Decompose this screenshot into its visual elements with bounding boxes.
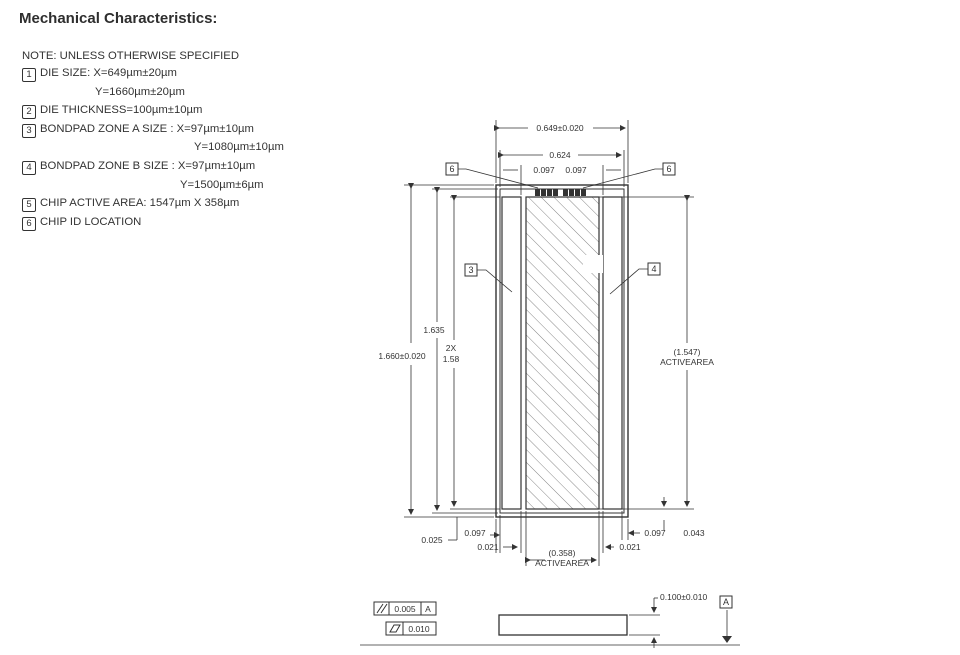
parallel-frame	[385, 621, 437, 636]
notes-header: NOTE: UNLESS OTHERWISE SPECIFIED	[22, 50, 239, 62]
flatness-symbol-icon	[389, 624, 401, 633]
note-text-1: DIE SIZE: X=649µm±20µm	[40, 67, 177, 79]
note-item-5: 5 CHIP ACTIVE AREA: 1547µm X 358µm	[22, 197, 239, 212]
dim-bottom-043: 0.043	[683, 528, 705, 538]
dim-bottom-021-right: 0.021	[619, 542, 641, 552]
dim-die-width: 0.649±0.020	[536, 123, 583, 133]
dim-inner-width: 0.624	[549, 150, 571, 160]
parallelism-symbol-icon	[376, 603, 384, 614]
note-cont-4: Y=1500µm±6µm	[180, 179, 264, 191]
dim-active-height: (1.547)	[674, 347, 701, 357]
bondpad-zone-a	[501, 196, 522, 510]
note-text-4: BONDPAD ZONE B SIZE : X=97µm±10µm	[40, 160, 256, 172]
side-view	[360, 595, 740, 648]
datum-a: A	[723, 597, 729, 607]
note-number-5: 5	[22, 198, 36, 212]
hatch-gap	[583, 255, 603, 273]
die-side-profile	[498, 614, 628, 636]
note-item-4: 4 BONDPAD ZONE B SIZE : X=97µm±10µm	[22, 160, 255, 175]
die-inner-outline	[499, 188, 625, 514]
tol-parallel: 0.010	[408, 624, 430, 634]
note-text-2: DIE THICKNESS=100µm±10µm	[40, 104, 203, 116]
die-body	[495, 184, 629, 518]
dim-thickness: 0.100±0.010	[660, 592, 707, 602]
note-cont-3: Y=1080µm±10µm	[194, 141, 284, 153]
chip-id-marks	[535, 189, 586, 196]
dim-bottom-097-left: 0.097	[464, 528, 486, 538]
callout-6-right: 6	[666, 164, 671, 174]
callout-3: 3	[468, 265, 473, 275]
dim-pad-height-count: 2X	[446, 343, 457, 353]
flatness-frame	[373, 601, 437, 616]
dim-edge-025: 0.025	[421, 535, 443, 545]
callout-4: 4	[651, 264, 656, 274]
note-item-1: 1 DIE SIZE: X=649µm±20µm	[22, 67, 177, 82]
die-outline	[495, 184, 629, 518]
note-item-3: 3 BONDPAD ZONE A SIZE : X=97µm±10µm	[22, 123, 254, 138]
dim-bottom-097-right: 0.097	[644, 528, 666, 538]
dim-inner-height: 1.635	[423, 325, 445, 335]
note-number-2: 2	[22, 105, 36, 119]
note-item-2: 2 DIE THICKNESS=100µm±10µm	[22, 104, 202, 119]
note-number-4: 4	[22, 161, 36, 175]
dim-pad-left-width: 0.097	[533, 165, 555, 175]
dim-bottom-021-left: 0.021	[477, 542, 499, 552]
note-item-6: 6 CHIP ID LOCATION	[22, 216, 141, 231]
tol-flatness: 0.005	[394, 604, 416, 614]
datum-a-box	[719, 595, 733, 609]
note-text-5: CHIP ACTIVE AREA: 1547µm X 358µm	[40, 197, 240, 209]
dim-pad-right-width: 0.097	[565, 165, 587, 175]
active-area	[525, 196, 600, 510]
dim-die-height: 1.660±0.020	[378, 351, 425, 361]
note-text-6: CHIP ID LOCATION	[40, 216, 142, 228]
dim-active-width: (0.358)	[549, 548, 576, 558]
dim-active-width-label: ACTIVEAREA	[535, 558, 589, 568]
bondpad-zone-b	[602, 196, 623, 510]
callout-6-left: 6	[449, 164, 454, 174]
page-title: Mechanical Characteristics:	[19, 10, 218, 27]
note-number-3: 3	[22, 124, 36, 138]
note-text-3: BONDPAD ZONE A SIZE : X=97µm±10µm	[40, 123, 254, 135]
note-number-6: 6	[22, 217, 36, 231]
note-number-1: 1	[22, 68, 36, 82]
dim-active-height-label: ACTIVEAREA	[660, 357, 714, 367]
note-cont-1: Y=1660µm±20µm	[95, 86, 185, 98]
dim-pad-height: 1.58	[443, 354, 460, 364]
tol-flatness-datum: A	[425, 604, 431, 614]
